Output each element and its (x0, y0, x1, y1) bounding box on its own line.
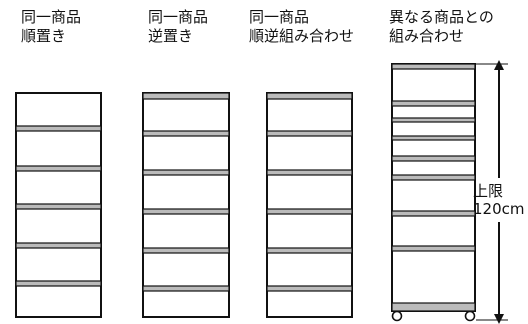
height-limit-value: 120cm (473, 200, 525, 218)
shelf-unit-mixed (266, 92, 353, 318)
caption-line: 逆置き (148, 27, 194, 45)
caption-same-product-mixed: 同一商品 順逆組み合わせ (249, 8, 354, 46)
shelf-unit-forward (15, 92, 102, 318)
height-limit-label: 上限 120cm (473, 182, 525, 218)
caster-wheel-left (391, 310, 403, 322)
caption-same-product-reverse: 同一商品 逆置き (148, 8, 208, 46)
caption-line: 異なる商品との (389, 8, 494, 26)
caption-line: 順逆組み合わせ (249, 27, 355, 45)
caption-line: 同一商品 (249, 8, 310, 26)
height-dimension (476, 60, 508, 324)
caption-line: 組み合わせ (389, 27, 465, 45)
shelf-unit-combined (391, 63, 476, 322)
height-limit-line: 上限 (473, 182, 504, 200)
caption-line: 同一商品 (21, 8, 82, 26)
caption-line: 同一商品 (148, 8, 209, 26)
caption-different-products: 異なる商品との 組み合わせ (389, 8, 494, 46)
shelf-unit-reverse (142, 92, 230, 318)
caption-line: 順置き (21, 27, 67, 45)
caption-same-product-forward: 同一商品 順置き (21, 8, 81, 46)
caster-wheel-right (464, 310, 476, 322)
